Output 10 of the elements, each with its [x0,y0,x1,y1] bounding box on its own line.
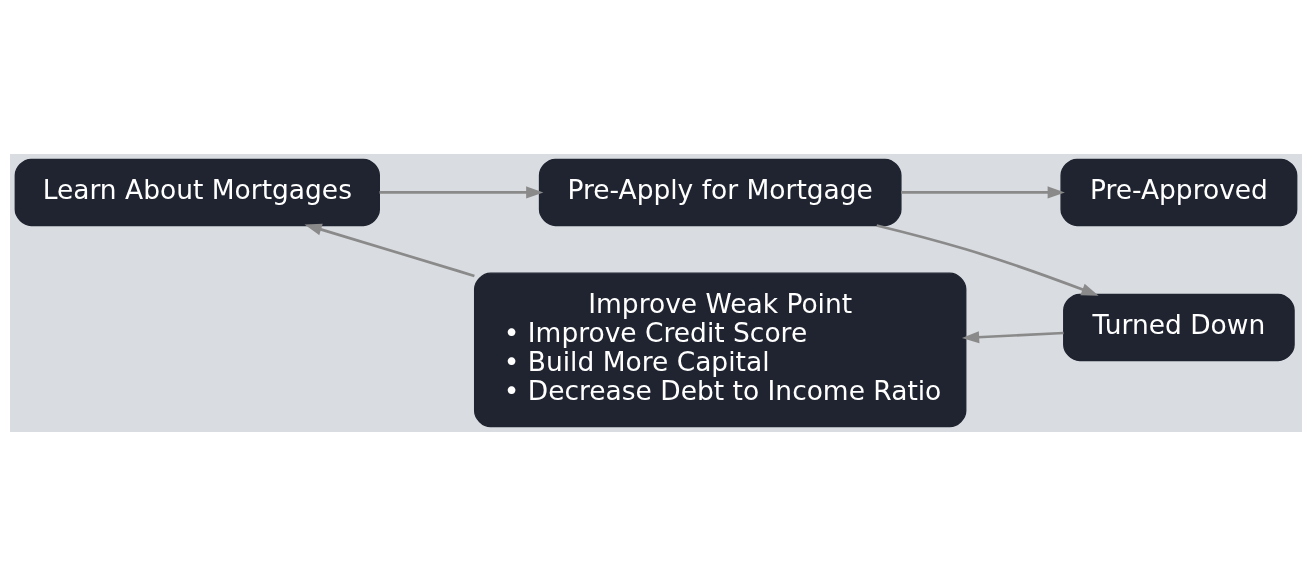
arrow [876,224,1099,296]
node-box: Improve Weak Point • Improve Credit Score • Build More Capital • Decrease Debt to Income Ratio [473,272,967,428]
node-box: Pre-Approved [1060,158,1298,227]
node-box: Turned Down [1063,293,1295,362]
arrow [901,186,1065,199]
arrow [379,186,544,199]
node-box: Pre-Apply for Mortgage [538,158,902,227]
arrow [304,223,475,278]
arrow [961,331,1064,344]
node-box: Learn About Mortgages [14,158,380,227]
